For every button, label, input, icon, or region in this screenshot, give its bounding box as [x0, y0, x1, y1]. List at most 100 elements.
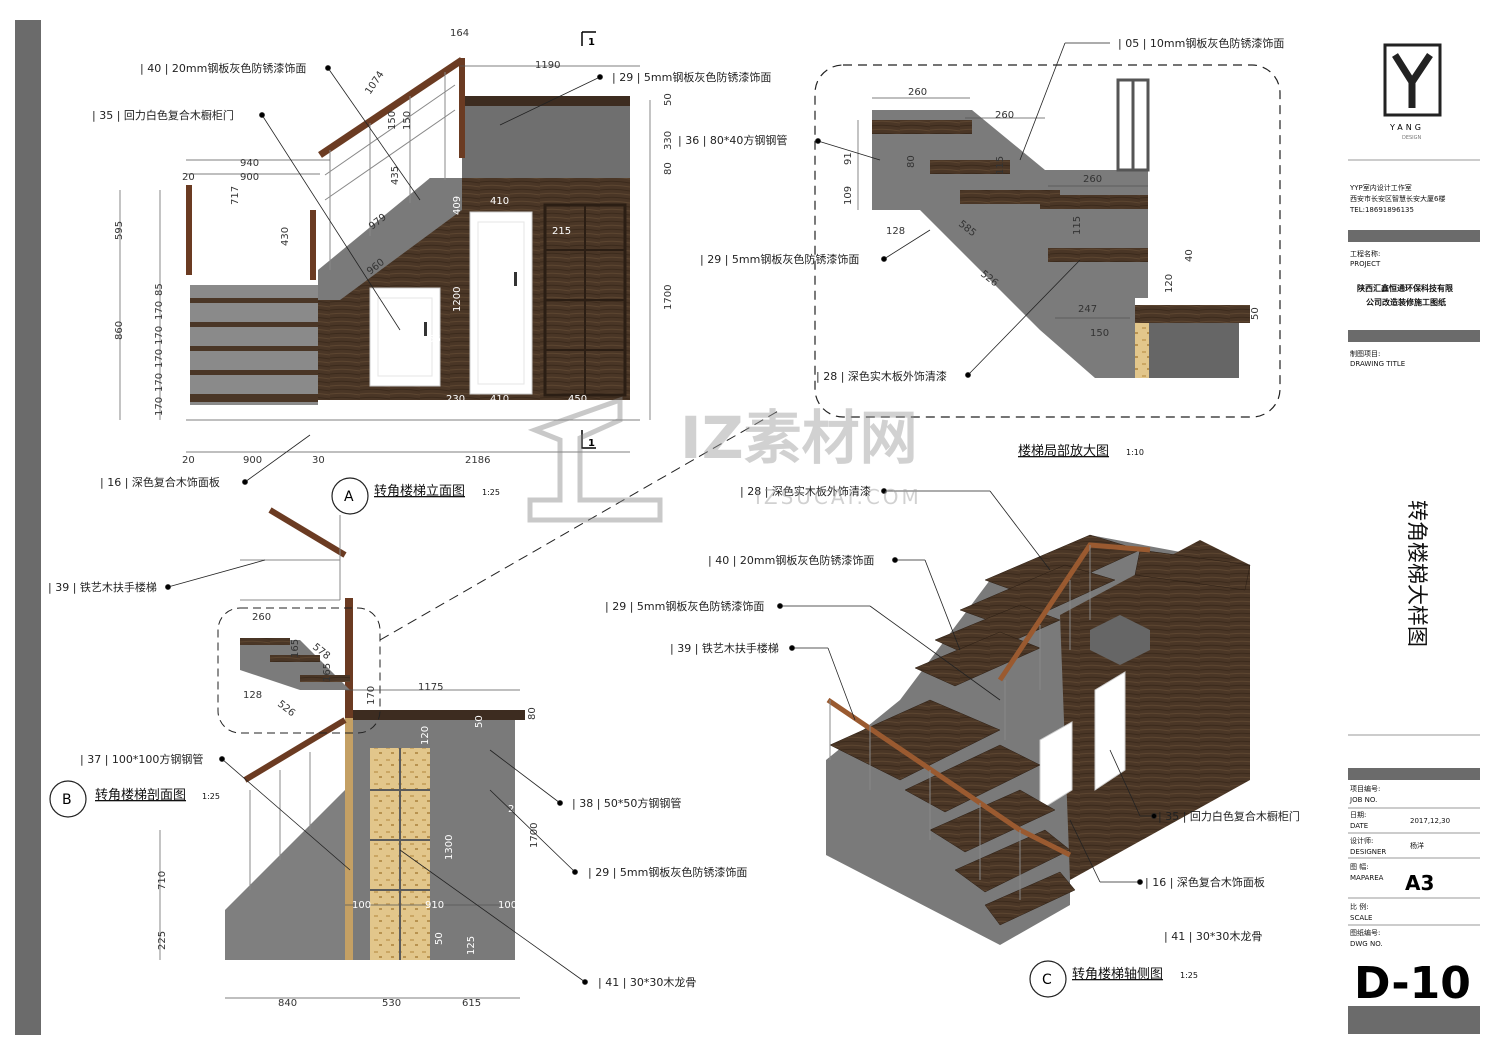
b-dim-50b: 50: [434, 932, 445, 945]
dim-410b: 410: [490, 394, 509, 405]
section-mark-bottom: 1: [588, 438, 595, 449]
view-c-title: 转角楼梯轴侧图: [1072, 967, 1163, 982]
dwg-label-cn: 图纸编号:: [1350, 928, 1380, 937]
callout-38: | 38 | 50*50方钢钢管: [572, 796, 681, 810]
date-value: 2017,12,30: [1410, 817, 1450, 825]
c-tall-door: [1094, 671, 1126, 791]
b-dim-840: 840: [278, 998, 297, 1009]
project-label-cn: 工程名称:: [1350, 249, 1380, 258]
b-dim-20: 20: [508, 804, 521, 815]
post-mid: [310, 210, 316, 280]
drawing-title: 转角楼梯大样图: [1405, 500, 1429, 647]
callout-40-a: | 40 | 20mm钢板灰色防锈漆饰面: [140, 61, 306, 75]
dim-1074: 1074: [363, 69, 386, 96]
callout-29-b: | 29 | 5mm钢板灰色防锈漆饰面: [700, 252, 859, 266]
studio-name: YYP室内设计工作室: [1349, 183, 1412, 192]
handrail-a: [318, 57, 464, 158]
stair-stringer: [318, 178, 462, 300]
studio-address: 西安市长安区智慧长安大厦6楼: [1350, 194, 1445, 203]
watermark: IZ素材网 IZSUCAI.COM: [527, 396, 922, 523]
post-top: [459, 58, 465, 158]
watermark-main: IZ素材网: [680, 404, 918, 472]
detail-dim-lines: [857, 97, 1148, 319]
b-dim-50a: 50: [474, 715, 485, 728]
dims-lines-a: [119, 65, 651, 453]
dim-80: 80: [663, 162, 674, 175]
view-b-title: 转角楼梯剖面图: [95, 788, 186, 803]
c-treads: [829, 534, 1251, 926]
dim-860: 860: [114, 321, 125, 340]
leaders-a: [242, 65, 603, 485]
dim-164: 164: [450, 28, 469, 39]
b-dim-125: 125: [466, 936, 477, 955]
job-label-cn: 项目编号:: [1350, 784, 1380, 793]
landing-side-plate: [462, 100, 630, 178]
dim-170c: 170: [154, 349, 165, 368]
callout-41-a: | 41 | 30*30木龙骨: [598, 976, 696, 989]
b-dim-1700: 1700: [529, 823, 540, 848]
b-dim-120: 120: [420, 726, 431, 745]
view-a-scale: 1:25: [482, 488, 500, 497]
dim-580: 580: [404, 326, 415, 345]
callout-35-b: | 35 | 回力白色复合木橱柜门: [1158, 809, 1300, 823]
detail-dim-260b: 260: [995, 110, 1014, 121]
callout-39-a: | 39 | 铁艺木扶手楼梯: [48, 580, 157, 594]
scale-label-en: SCALE: [1350, 914, 1372, 922]
designer-label-cn: 设计师:: [1350, 836, 1373, 845]
view-a-letter: A: [344, 489, 354, 505]
dim-20b: 20: [182, 172, 195, 183]
tall-cabinet-door: [469, 211, 533, 395]
b-dim-80: 80: [527, 707, 538, 720]
project-label-en: PROJECT: [1350, 260, 1381, 268]
date-label-en: DATE: [1350, 822, 1368, 830]
small-cabinet-door: [369, 287, 441, 387]
dim-900: 900: [240, 172, 259, 183]
callout-41-b: | 41 | 30*30木龙骨: [1164, 930, 1262, 943]
view-a-title: 转角楼梯立面图: [374, 484, 465, 499]
drawing-label-en: DRAWING TITLE: [1350, 360, 1405, 368]
dim-56a: 56: [372, 334, 385, 345]
dim-1200: 1200: [452, 287, 463, 312]
b-lower-stringer: [225, 790, 345, 960]
b-dim-lines: [159, 689, 520, 999]
dim-717: 717: [230, 186, 241, 205]
callout-29-a: | 29 | 5mm钢板灰色防锈漆饰面: [612, 70, 771, 84]
post-left: [186, 185, 192, 275]
c-balusters: [829, 545, 1091, 900]
b-dim-100a: 100: [352, 900, 371, 911]
b-detail-frame: [217, 607, 381, 734]
dim-409: 409: [452, 196, 463, 215]
detail-dim-120: 120: [1164, 274, 1175, 293]
c-small-door: [1039, 721, 1073, 811]
dim-900b: 900: [243, 455, 262, 466]
designer-label-en: DESIGNER: [1350, 848, 1386, 856]
view-b-letter: B: [62, 792, 72, 808]
dim-85: 85: [154, 283, 165, 296]
view-c-axonometric: [777, 488, 1251, 945]
b-dim-710: 710: [157, 871, 168, 890]
left-margin-bar: [15, 20, 41, 1035]
b-dim-225: 225: [157, 931, 168, 950]
dim-450: 450: [568, 394, 587, 405]
dim-430: 430: [280, 227, 291, 246]
dim-290: 290: [490, 260, 509, 271]
view-c-bubble: [1029, 960, 1067, 998]
dim-30: 30: [312, 455, 325, 466]
dim-170a: 170: [154, 301, 165, 320]
detail-dim-91: 91: [843, 152, 854, 165]
b-dim-165b: 165: [322, 663, 333, 682]
detail-dim-109: 109: [843, 186, 854, 205]
dim-330: 330: [663, 131, 674, 150]
callout-39-b: | 39 | 铁艺木扶手楼梯: [670, 641, 779, 655]
callout-35-a: | 35 | 回力白色复合木橱柜门: [92, 108, 234, 122]
dim-1080: 1080: [495, 290, 506, 315]
view-b-bubble: [49, 780, 87, 818]
b-dim-615: 615: [462, 998, 481, 1009]
b-dim-910: 910: [425, 900, 444, 911]
detail-title: 楼梯局部放大图: [1018, 444, 1109, 459]
watermark-sub: IZSUCAI.COM: [755, 485, 922, 509]
callout-37: | 37 | 100*100方钢钢管: [80, 752, 203, 766]
logo-sub: DESIGN: [1402, 135, 1422, 141]
callout-28-b: | 28 | 深色实木板外饰清漆: [740, 484, 871, 498]
lower-step-lines: [190, 298, 318, 402]
